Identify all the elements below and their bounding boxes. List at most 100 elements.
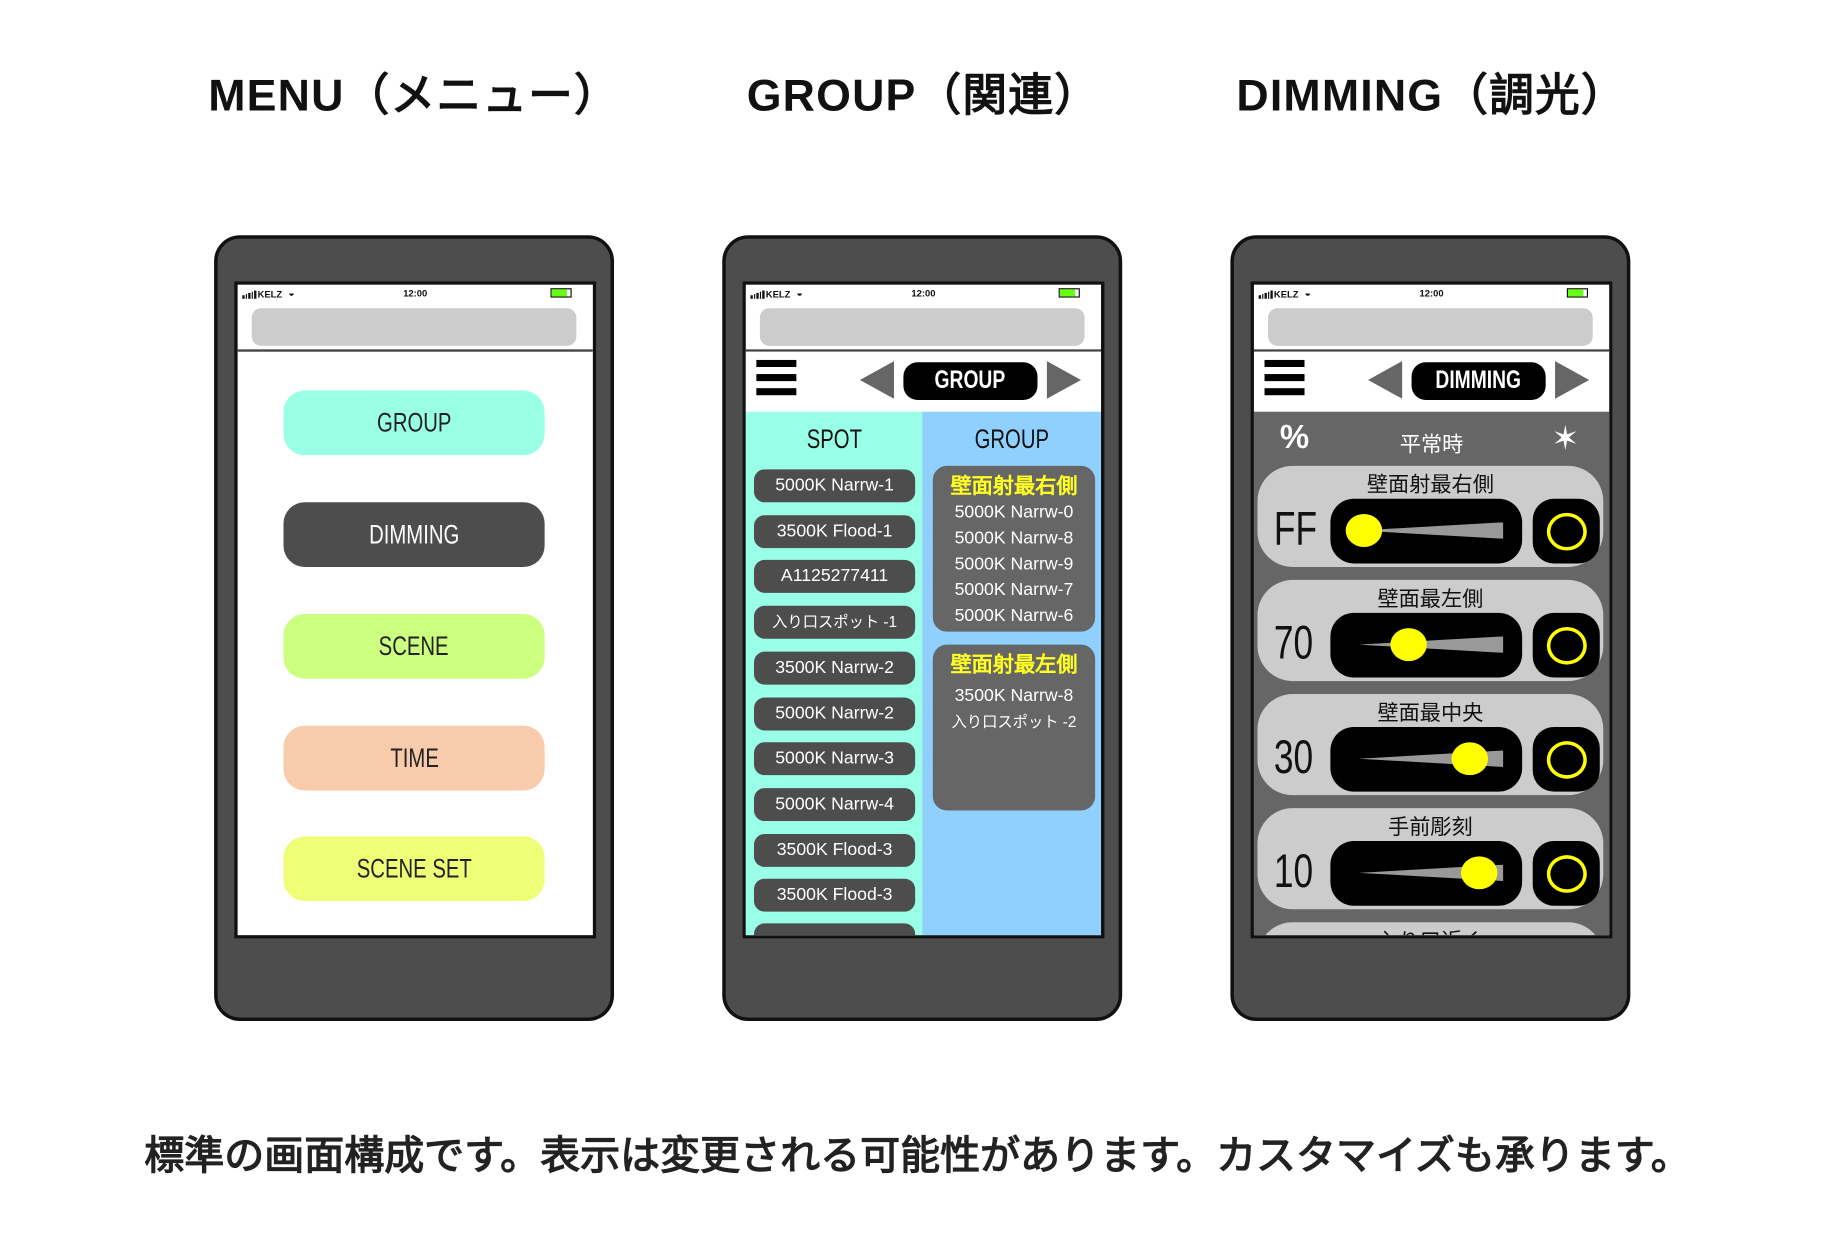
divider [237, 349, 593, 352]
battery-icon [1566, 288, 1589, 298]
menu-scene-set-button[interactable]: SCENE SET [283, 836, 545, 902]
wifi-icon: ◒ [796, 287, 803, 299]
star-icon[interactable]: ✶ [1551, 419, 1580, 457]
channel-toggle-button[interactable] [1532, 726, 1600, 792]
spot-item[interactable]: 5000K Narrw-4 [754, 787, 916, 821]
channel-toggle-button[interactable] [1532, 841, 1600, 906]
menu-group-button[interactable]: GROUP [283, 390, 545, 456]
group-box[interactable]: 壁面射最左側 3500K Narrw-8 入り口スポット -2 [932, 644, 1096, 811]
spot-item[interactable]: 3500K Flood-3 [754, 833, 916, 867]
caption: 標準の画面構成です。表示は変更される可能性があります。カスタマイズも承ります。 [144, 1133, 1691, 1179]
channel-value: FF [1273, 503, 1318, 556]
group-column: GROUP 壁面射最右側 5000K Narrw-0 5000K Narrw-8… [922, 411, 1102, 936]
spot-item[interactable]: 5000K Narrw-1 [754, 469, 916, 503]
battery-icon [550, 288, 572, 298]
carrier-label: KELZ [257, 289, 283, 300]
channel-label: 壁面射最右側 [1366, 472, 1494, 497]
channel-card: 壁面最左側 70 [1257, 579, 1604, 682]
clock: 12:00 [403, 288, 428, 299]
channel-label: 壁面最中央 [1377, 701, 1484, 725]
mode-label: 平常時 [1399, 432, 1464, 457]
hamburger-menu-icon[interactable] [756, 359, 797, 402]
address-bar[interactable] [251, 308, 577, 346]
wifi-icon: ◒ [288, 287, 295, 299]
nav-bar: GROUP [745, 351, 1102, 412]
address-bar[interactable] [759, 308, 1085, 346]
channel-toggle-button[interactable] [1532, 612, 1600, 678]
dimmer-slider[interactable] [1330, 612, 1523, 678]
channel-toggle-button[interactable] [1532, 498, 1600, 564]
slider-knob[interactable] [1389, 628, 1427, 662]
channel-value: 70 [1273, 617, 1314, 670]
channel-label: 手前彫刻 [1388, 815, 1473, 839]
status-bar: KELZ ◒ 12:00 [746, 285, 1101, 306]
spot-item[interactable]: 3500K Flood-3 [754, 879, 916, 912]
group-title: GROUP（関連） [746, 71, 1101, 122]
group-name: 壁面射最右側 [950, 474, 1078, 498]
menu-dimming-button[interactable]: DIMMING [283, 502, 545, 567]
group-item: 5000K Narrw-0 [954, 502, 1074, 523]
channel-label: 入り口近く [1257, 925, 1603, 935]
next-arrow-icon[interactable] [1046, 361, 1082, 399]
channel-label: 壁面最左側 [1377, 586, 1484, 611]
group-screen: KELZ ◒ 12:00 GROUP SPOT 5000K Narrw-1 350… [742, 281, 1105, 939]
menu-title: MENU（メニュー） [208, 71, 620, 122]
menu-phone: KELZ ◒ 12:00 GROUP DIMMING SCENE TIME SC… [214, 235, 615, 1022]
slider-knob[interactable] [1452, 742, 1489, 776]
divider [745, 349, 1102, 352]
slider-track [1358, 636, 1504, 653]
group-box[interactable]: 壁面射最右側 5000K Narrw-0 5000K Narrw-8 5000K… [932, 465, 1096, 632]
nav-title: DIMMING [1411, 362, 1546, 400]
spot-item[interactable]: 3500K Flood-1 [754, 514, 916, 548]
group-item: 5000K Narrw-8 [954, 528, 1074, 549]
spot-item[interactable]: 3500K Narrw-2 [754, 651, 916, 685]
spot-item[interactable]: 5000K Narrw-2 [754, 696, 916, 730]
circle-icon [1546, 512, 1587, 551]
group-item: 5000K Narrw-6 [954, 605, 1074, 626]
signal-icon [242, 290, 256, 299]
address-bar[interactable] [1268, 308, 1593, 346]
spot-header: SPOT [806, 423, 862, 455]
signal-icon [1258, 290, 1273, 299]
menu-scene-button[interactable]: SCENE [283, 614, 545, 679]
group-item: 3500K Narrw-8 [954, 685, 1074, 706]
menu-time-button[interactable]: TIME [283, 725, 545, 791]
prev-arrow-icon[interactable] [1368, 361, 1403, 399]
group-item: 5000K Narrw-7 [954, 579, 1074, 600]
dimming-title: DIMMING（調光） [1236, 71, 1627, 122]
prev-arrow-icon[interactable] [859, 361, 894, 399]
channel-card: 入り口近く [1257, 922, 1604, 936]
channel-card: 手前彫刻 10 [1257, 808, 1604, 910]
wifi-icon: ◒ [1304, 287, 1311, 299]
signal-icon [750, 290, 765, 299]
spot-item[interactable]: 入り口スポット -1 [754, 605, 916, 639]
circle-icon [1546, 855, 1587, 893]
nav-title: GROUP [903, 362, 1038, 400]
battery-icon [1058, 288, 1080, 298]
spot-item[interactable]: 5000K Narrw-3 [754, 742, 916, 776]
dimmer-slider[interactable] [1330, 841, 1523, 906]
carrier-label: KELZ [1273, 289, 1299, 300]
dimmer-slider[interactable] [1330, 498, 1523, 564]
next-arrow-icon[interactable] [1555, 361, 1590, 399]
nav-bar: DIMMING [1253, 351, 1610, 412]
spot-item-cut[interactable] [754, 923, 916, 936]
group-item: 入り口スポット -2 [951, 712, 1077, 731]
carrier-label: KELZ [765, 289, 791, 300]
slider-knob[interactable] [1346, 514, 1383, 547]
channel-card: 壁面射最右側 FF [1257, 465, 1604, 567]
hamburger-menu-icon[interactable] [1264, 359, 1305, 402]
menu-screen: KELZ ◒ 12:00 GROUP DIMMING SCENE TIME SC… [234, 281, 597, 939]
dimmer-slider[interactable] [1330, 726, 1523, 792]
spot-item[interactable]: A1125277411 [754, 560, 916, 594]
channel-value: 10 [1273, 845, 1314, 898]
group-phone: KELZ ◒ 12:00 GROUP SPOT 5000K Narrw-1 350… [722, 235, 1123, 1022]
clock: 12:00 [1419, 288, 1444, 299]
status-bar: KELZ ◒ 12:00 [1254, 285, 1609, 306]
status-bar: KELZ ◒ 12:00 [238, 285, 593, 306]
slider-knob[interactable] [1460, 856, 1497, 890]
dimming-phone: KELZ ◒ 12:00 DIMMING % 平常時 ✶ 壁面射最右側 FF 壁面最… [1230, 235, 1631, 1022]
percent-icon[interactable]: % [1279, 418, 1310, 456]
